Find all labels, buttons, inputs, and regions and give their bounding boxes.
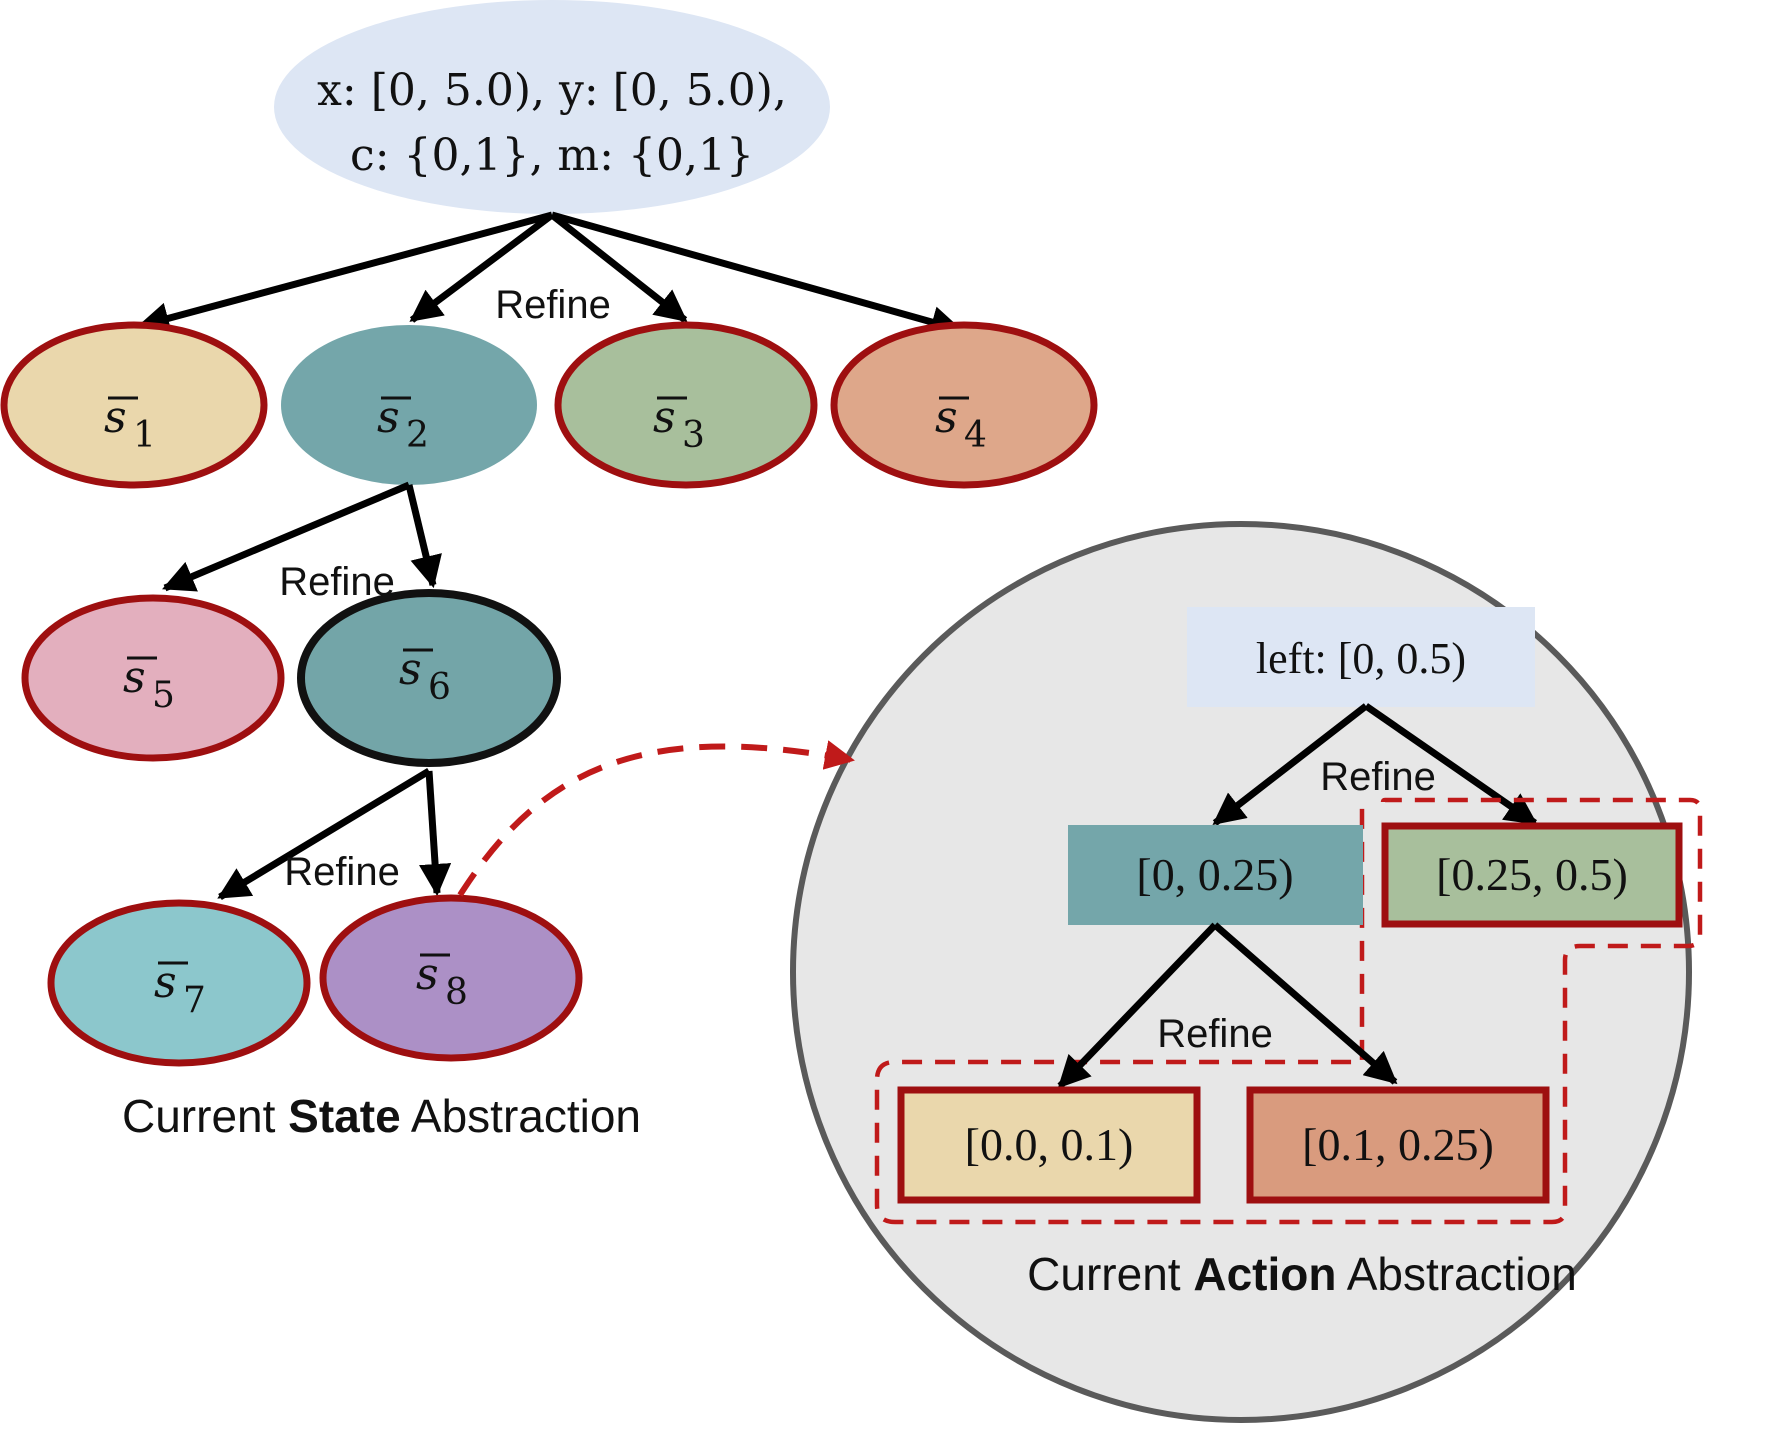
state-node-s1 (0, 321, 268, 489)
svg-text:7: 7 (183, 980, 206, 1021)
state-node-s5-label: s 5 (123, 652, 175, 716)
action-abstraction-caption: Current Action Abstraction (1027, 1248, 1577, 1300)
arrow-root-s1 (136, 211, 553, 335)
svg-text:s: s (104, 392, 127, 443)
state-node-s6-label: s 6 (399, 644, 451, 708)
svg-text:s: s (416, 949, 439, 1000)
state-node-s7-label: s 7 (154, 957, 206, 1021)
state-node-s2-label: s 2 (377, 392, 429, 456)
arrow-s6-s8 (419, 770, 452, 897)
svg-text:s: s (123, 652, 146, 703)
action-refine-label-1: Refine (1320, 755, 1436, 799)
s6-refine-arrows (217, 768, 452, 900)
state-node-s4 (830, 321, 1098, 489)
root-refine-arrows (136, 211, 964, 338)
state-node-s5 (21, 594, 285, 762)
state-node-s6 (297, 589, 561, 767)
action-node-a3-label: [0.0, 0.1) (965, 1119, 1134, 1170)
action-node-a3 (897, 1086, 1201, 1204)
zoom-connector-arrow (457, 740, 855, 897)
state-node-s2 (281, 325, 537, 485)
arrow-s6-s7 (217, 768, 431, 900)
state-abstraction-caption: Current State Abstraction (122, 1090, 641, 1142)
svg-text:s: s (653, 392, 676, 443)
action-refine-label-2: Refine (1157, 1012, 1273, 1056)
svg-text:s: s (377, 392, 400, 443)
refine-label-3: Refine (284, 850, 400, 894)
action-root-label: left: [0, 0.5) (1256, 634, 1466, 683)
arrow-a1-a4 (1212, 922, 1398, 1085)
state-root-node (274, 0, 830, 214)
state-node-s3 (554, 321, 818, 489)
frontier-dashed-outline (874, 797, 1703, 1225)
action-node-a2-label: [0.25, 0.5) (1436, 849, 1628, 900)
arrow-a1-a3 (1057, 922, 1218, 1089)
action-root-node (1187, 607, 1535, 707)
svg-text:4: 4 (964, 415, 987, 456)
s2-refine-arrows (162, 481, 442, 592)
action-a1-arrows (1057, 922, 1398, 1089)
svg-text:s: s (399, 644, 422, 695)
arrow-root-s3 (549, 212, 688, 323)
action-node-a2 (1381, 822, 1683, 928)
svg-text:8: 8 (445, 972, 468, 1013)
action-node-a4-label: [0.1, 0.25) (1302, 1119, 1494, 1170)
svg-text:s: s (154, 957, 177, 1008)
state-root-line1: x: [0, 5.0), y: [0, 5.0), (317, 65, 787, 116)
svg-text:2: 2 (406, 415, 429, 456)
state-node-s7 (47, 899, 311, 1067)
state-root-line2: c: {0,1}, m: {0,1} (350, 130, 754, 181)
action-node-a1-label: [0, 0.25) (1136, 849, 1293, 900)
svg-text:6: 6 (428, 667, 451, 708)
svg-text:1: 1 (133, 415, 156, 456)
state-node-s8-label: s 8 (416, 949, 468, 1013)
arrow-s2-s5 (162, 481, 411, 592)
state-node-s3-label: s 3 (653, 392, 705, 456)
svg-text:5: 5 (152, 675, 175, 716)
arrow-action-root-a1 (1212, 703, 1369, 826)
state-node-s8 (319, 894, 583, 1062)
arrow-action-root-a2 (1364, 703, 1538, 826)
svg-text:s: s (935, 392, 958, 443)
arrow-root-s4 (551, 211, 964, 338)
state-node-s4-label: s 4 (935, 392, 987, 456)
state-node-s1-label: s 1 (104, 392, 156, 456)
refine-label-1: Refine (495, 283, 611, 327)
arrow-root-s2 (409, 212, 555, 323)
action-node-a1 (1068, 825, 1363, 925)
action-root-arrows (1212, 703, 1538, 826)
action-node-a4 (1246, 1086, 1550, 1204)
arrow-s2-s6 (405, 484, 442, 589)
svg-text:3: 3 (682, 415, 705, 456)
